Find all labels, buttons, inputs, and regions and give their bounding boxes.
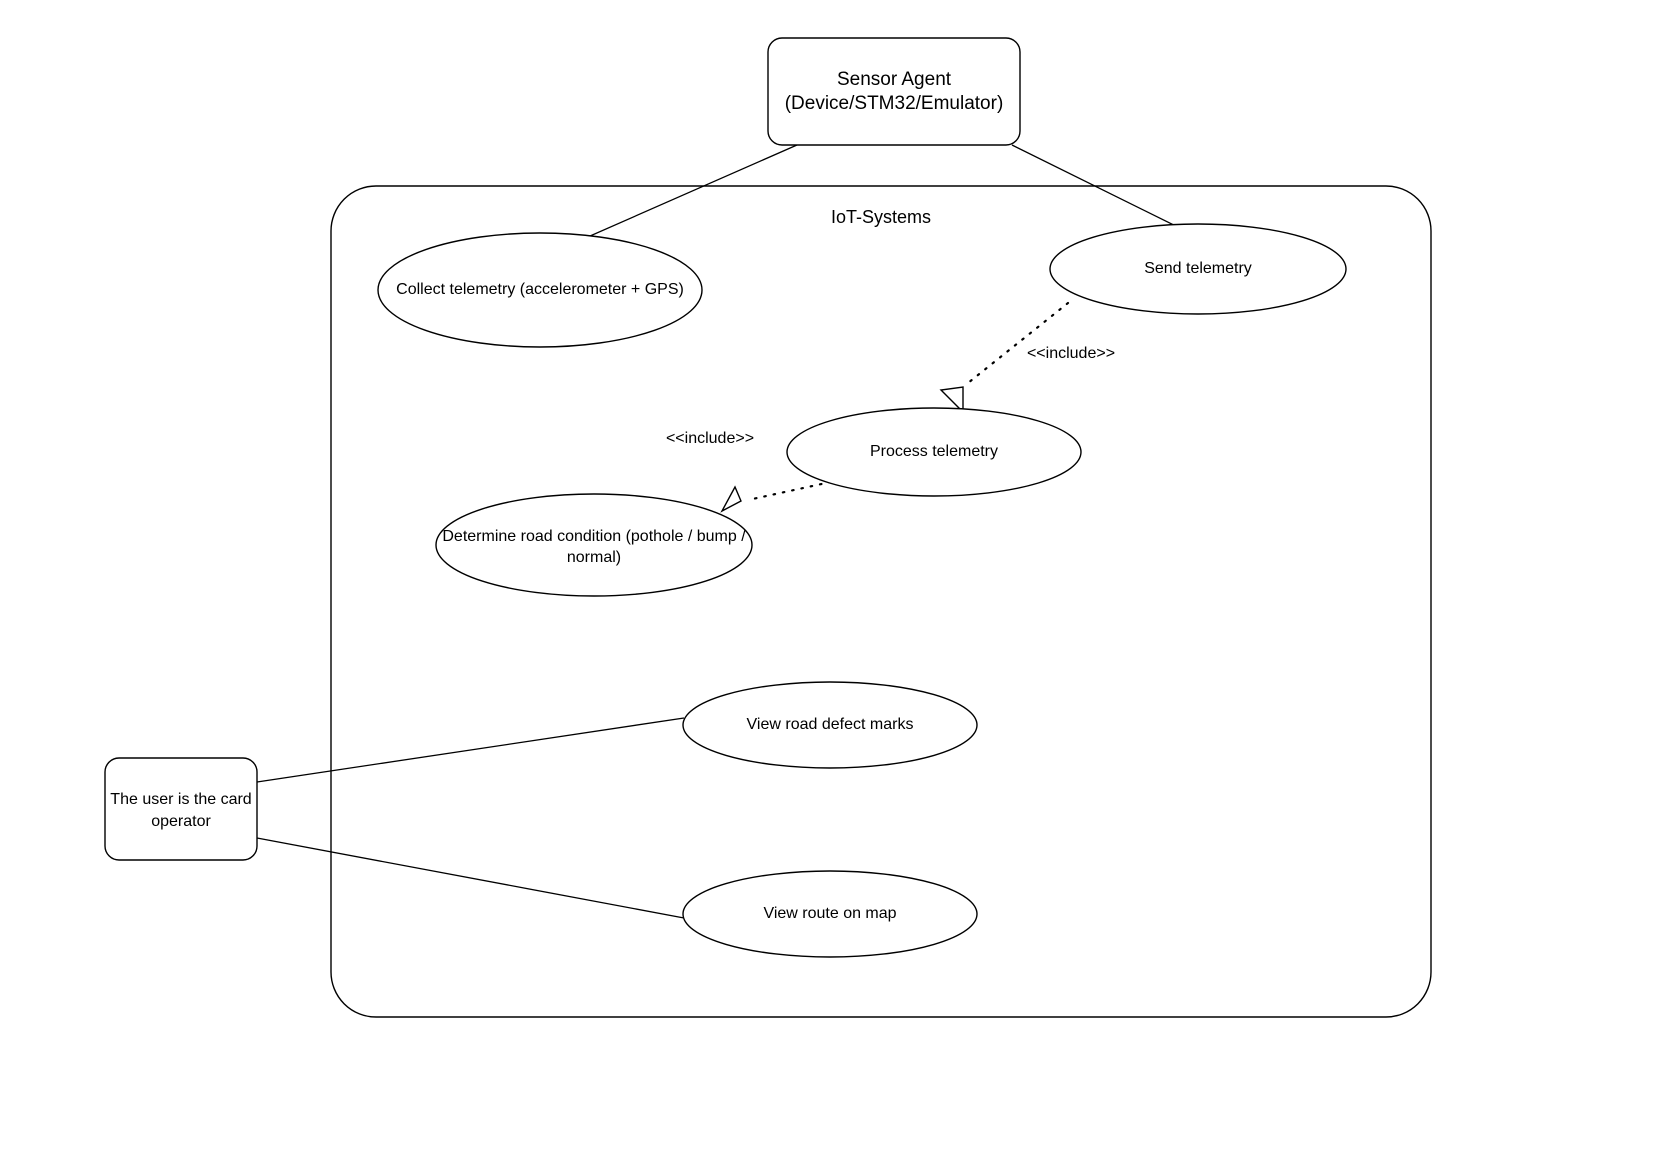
actor-sensor-agent-line2: (Device/STM32/Emulator) bbox=[785, 93, 1004, 114]
include-line-process-to-determine bbox=[746, 478, 842, 502]
include-arrowhead-process bbox=[939, 386, 964, 414]
use-case-send-telemetry-label: Send telemetry bbox=[1144, 260, 1252, 277]
use-case-collect-telemetry-label: Collect telemetry (accelerometer + GPS) bbox=[396, 281, 684, 298]
use-case-collect-telemetry[interactable] bbox=[377, 232, 703, 348]
association-operator-viewdefects bbox=[256, 717, 685, 783]
association-sensoragent-send bbox=[1011, 144, 1199, 238]
include-line-send-to-process bbox=[966, 301, 1070, 385]
actor-card-operator-line1: The user is the card bbox=[110, 791, 251, 808]
use-case-view-road-defect-marks-label: View road defect marks bbox=[747, 716, 914, 733]
system-boundary-label: IoT-Systems bbox=[831, 207, 931, 227]
use-case-view-route-on-map[interactable] bbox=[682, 870, 978, 958]
system-boundary bbox=[330, 185, 1432, 1018]
include-label-process-determine: <<include>> bbox=[666, 430, 754, 447]
actor-sensor-agent-line1: Sensor Agent bbox=[837, 69, 952, 90]
association-sensoragent-collect bbox=[564, 144, 798, 248]
use-case-view-route-on-map-label: View route on map bbox=[763, 905, 896, 922]
use-case-process-telemetry-label: Process telemetry bbox=[870, 443, 998, 460]
use-case-view-road-defect-marks[interactable] bbox=[682, 681, 978, 769]
use-case-process-telemetry[interactable] bbox=[786, 407, 1082, 497]
use-case-determine-road-condition[interactable] bbox=[435, 493, 753, 597]
association-operator-viewroute bbox=[256, 837, 685, 919]
use-case-determine-road-condition-line2: normal) bbox=[567, 549, 621, 566]
include-arrowhead-determine bbox=[720, 485, 742, 513]
include-label-send-process: <<include>> bbox=[1027, 345, 1115, 362]
actor-card-operator-line2: operator bbox=[151, 813, 211, 830]
actor-sensor-agent[interactable] bbox=[767, 37, 1021, 146]
use-case-send-telemetry[interactable] bbox=[1049, 223, 1347, 315]
use-case-determine-road-condition-line1: Determine road condition (pothole / bump… bbox=[442, 528, 746, 545]
actor-card-operator[interactable] bbox=[104, 757, 258, 861]
